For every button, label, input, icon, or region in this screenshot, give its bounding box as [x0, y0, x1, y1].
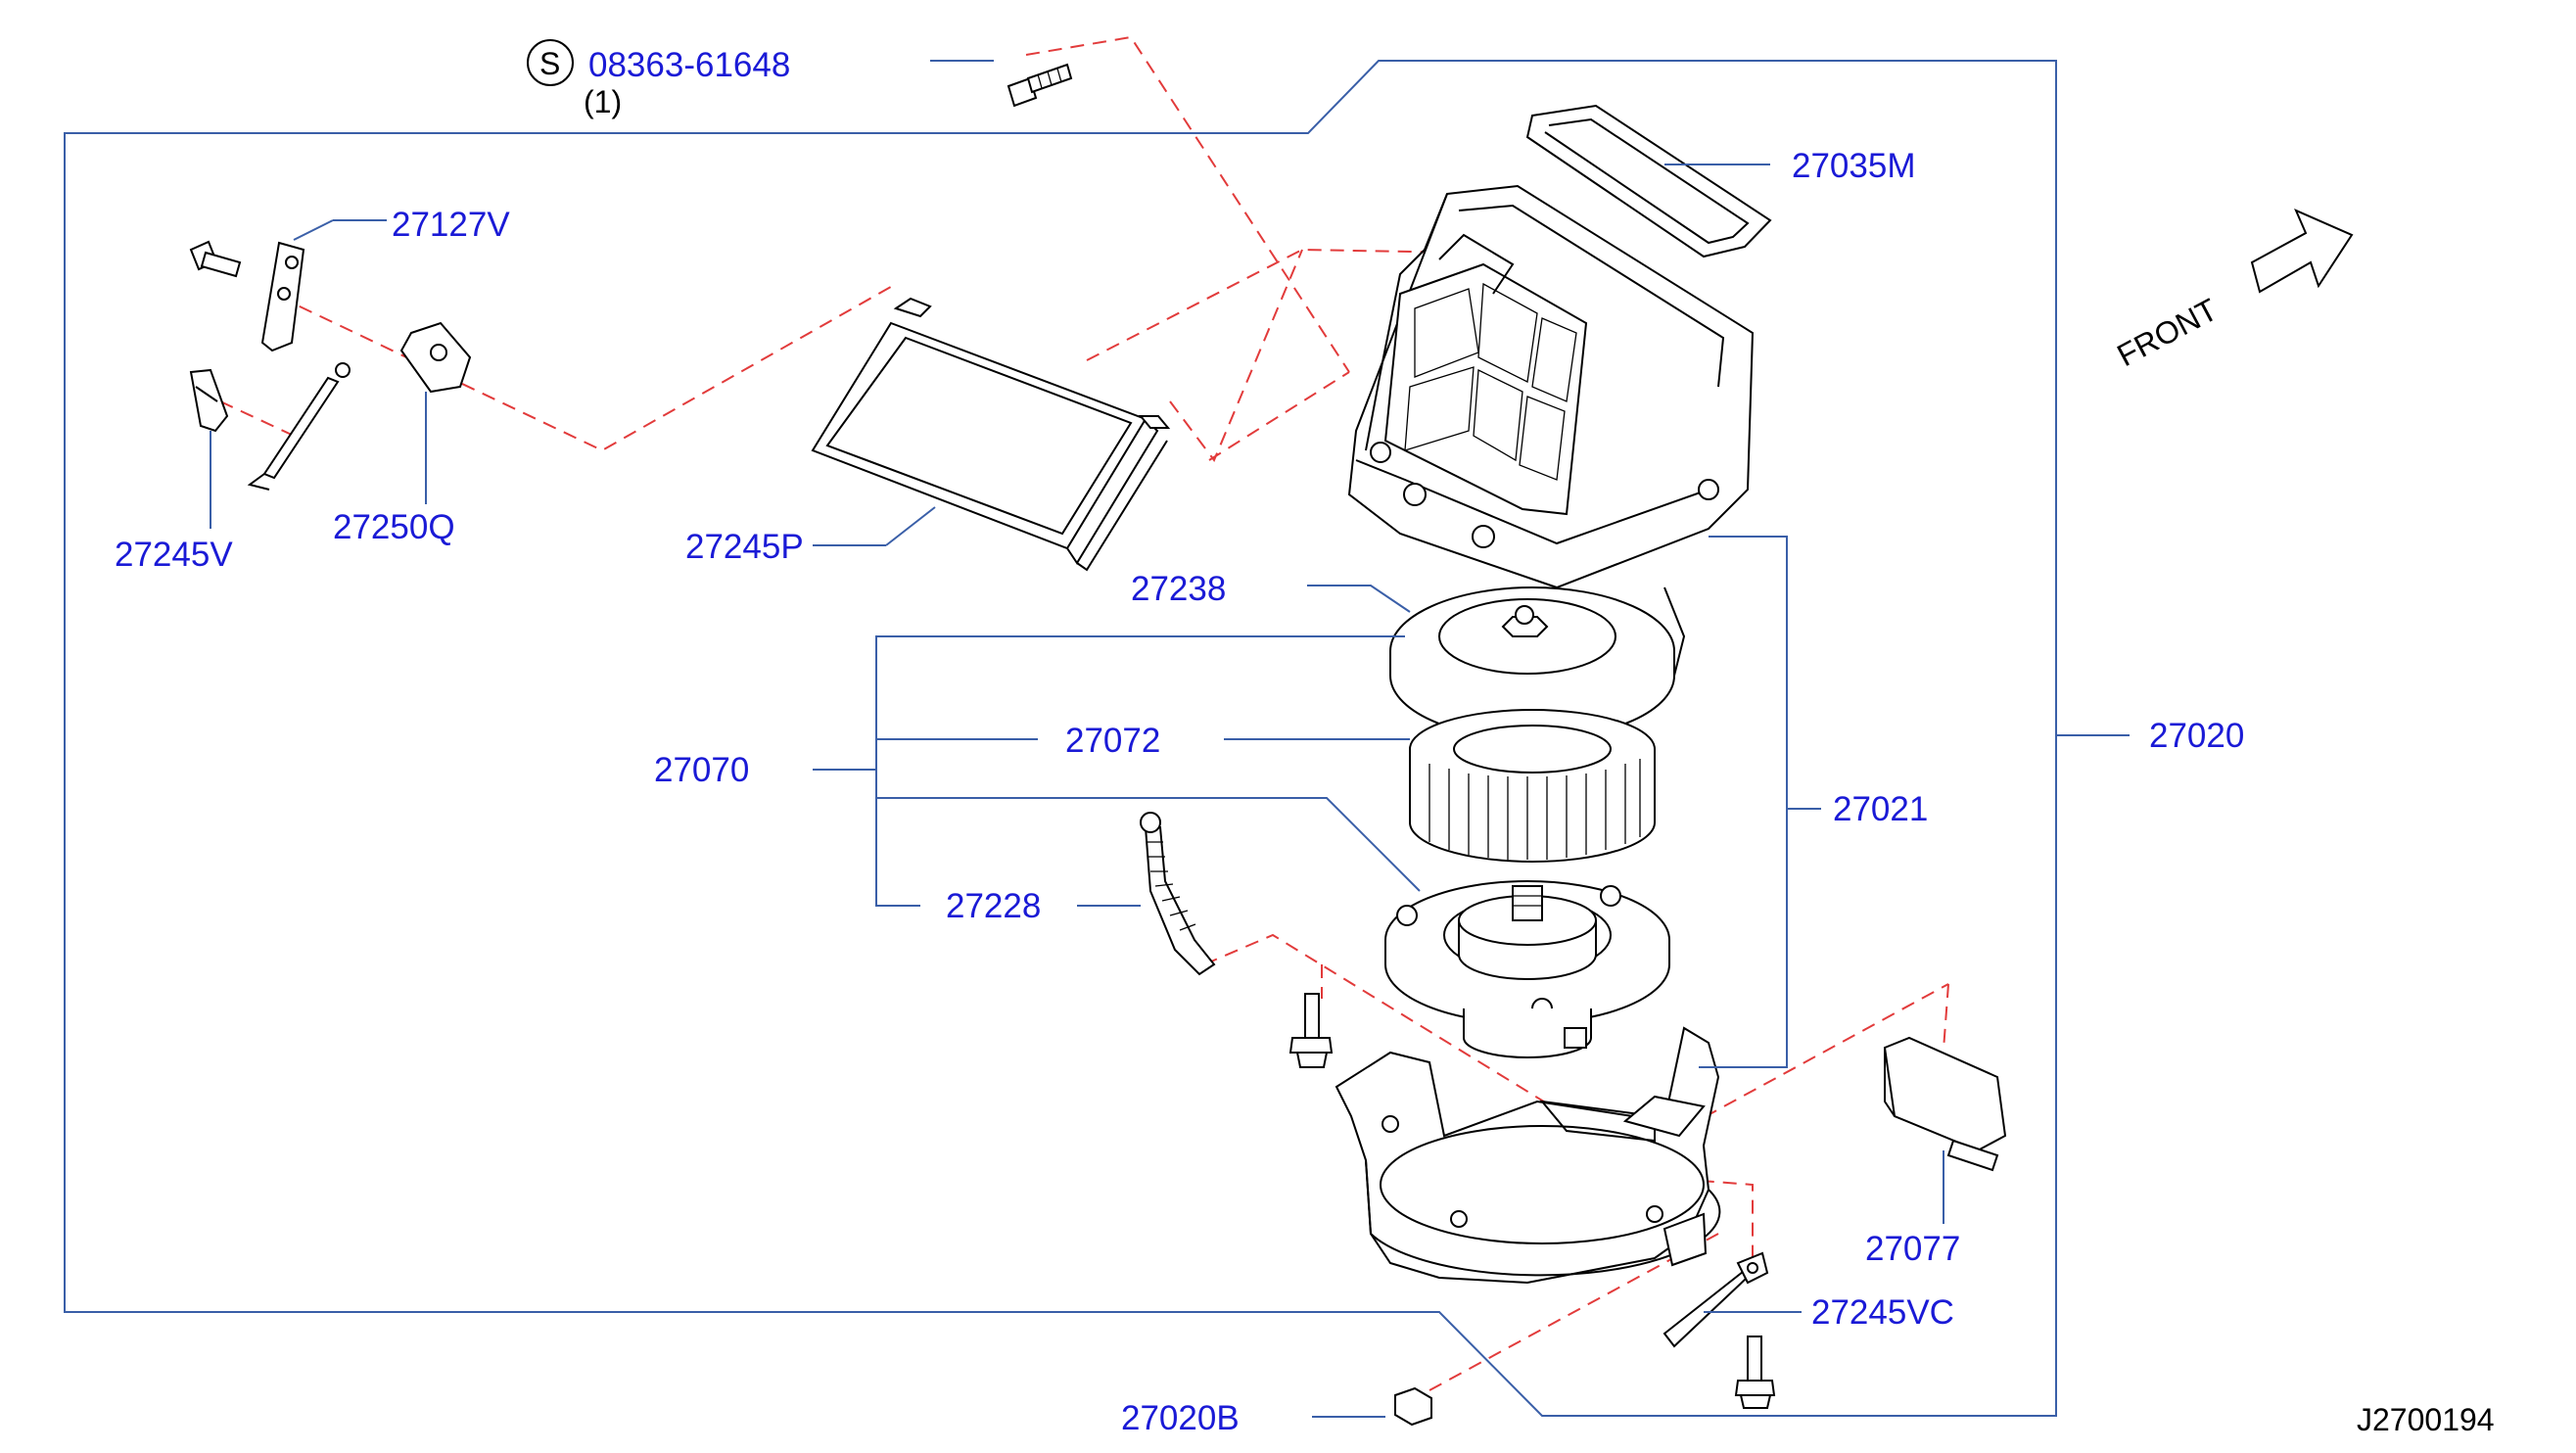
label-27070: 27070 — [654, 751, 749, 789]
label-27250Q: 27250Q — [333, 508, 455, 546]
bracket-27127v — [189, 219, 387, 352]
blower-fan — [1409, 709, 1656, 863]
label-27077: 27077 — [1865, 1230, 1960, 1268]
screw-08363 — [930, 60, 1073, 108]
label-27072: 27072 — [1065, 722, 1160, 760]
lower-blower-case — [1335, 1026, 1721, 1285]
front-arrow-icon — [2250, 209, 2354, 294]
air-filter — [811, 297, 1171, 572]
alignment-lines — [219, 35, 1949, 1391]
label-27245VC: 27245VC — [1811, 1293, 1954, 1332]
blower-motor — [1384, 880, 1670, 1058]
s-symbol-icon: S — [527, 39, 574, 86]
label-27238: 27238 — [1131, 570, 1226, 608]
label-screw-qty: (1) — [584, 84, 622, 119]
label-27035M: 27035M — [1792, 147, 1915, 185]
svg-text:S: S — [539, 46, 560, 81]
front-label: FRONT — [2111, 292, 2223, 374]
grommet-27250q — [399, 321, 472, 504]
label-27127V: 27127V — [392, 206, 510, 244]
leader-lines — [813, 164, 1821, 1068]
label-27245P: 27245P — [685, 528, 804, 566]
label-27020: 27020 — [2149, 717, 2244, 755]
resistor-27077 — [1883, 1036, 2007, 1224]
bracket-27245vc — [1663, 1251, 1802, 1409]
drawing-id: J2700194 — [2357, 1402, 2495, 1437]
link-rod — [247, 362, 351, 491]
intake-door-case — [1347, 104, 1772, 589]
assembly-frame — [64, 60, 2057, 1417]
nut-27020b — [1312, 1386, 1432, 1427]
bolt-lower — [1288, 993, 1334, 1068]
label-screw-code: 08363-61648 — [588, 46, 790, 84]
drain-hose — [1140, 812, 1216, 976]
label-27245V: 27245V — [115, 536, 233, 574]
label-27020B: 27020B — [1121, 1399, 1240, 1437]
label-27228: 27228 — [946, 887, 1041, 925]
label-27021: 27021 — [1833, 790, 1928, 828]
clip-27245v — [189, 368, 229, 529]
